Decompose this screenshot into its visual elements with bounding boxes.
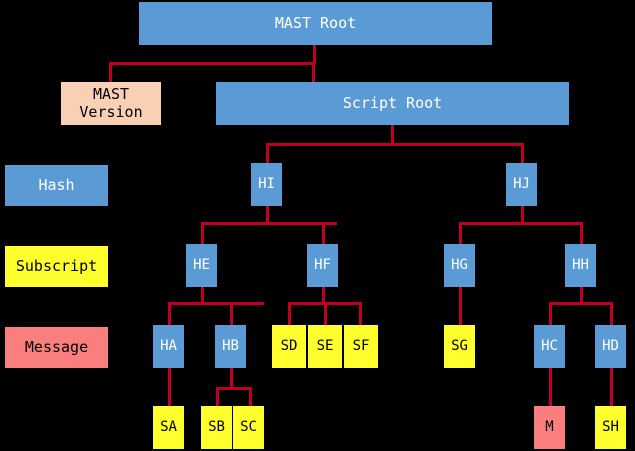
- node-hj: HJ: [506, 163, 537, 206]
- node-mast-version: MAST Version: [61, 82, 161, 125]
- edge-to-ha: [168, 302, 171, 325]
- edge-to-sh: [610, 368, 613, 406]
- node-se: SE: [308, 325, 342, 368]
- node-sc: SC: [233, 406, 264, 449]
- node-hg: HG: [444, 244, 475, 287]
- node-m: M: [534, 406, 565, 449]
- edge-to-sg: [459, 287, 462, 325]
- edge-hi-stem: [266, 206, 269, 224]
- node-sa: SA: [153, 406, 184, 449]
- edge-to-hi: [266, 143, 269, 164]
- node-script-root: Script Root: [216, 82, 569, 125]
- edge-hh-stem: [580, 287, 583, 304]
- edge-to-hc: [549, 302, 552, 325]
- edge-to-hh: [580, 222, 583, 245]
- node-hf: HF: [307, 244, 338, 287]
- node-sb: SB: [201, 406, 232, 449]
- edge-to-mastversion: [109, 62, 112, 82]
- node-ha: HA: [153, 325, 184, 368]
- legend-subscript-swatch: Subscript: [5, 246, 108, 287]
- edge-he-bus: [168, 302, 264, 305]
- edge-to-se: [324, 302, 327, 325]
- edge-hh-bus: [549, 302, 612, 305]
- edge-to-scriptroot: [312, 62, 315, 82]
- edge-to-sb: [216, 387, 219, 407]
- edge-mastroot-bus: [109, 62, 315, 65]
- edge-hf-stem: [322, 287, 325, 304]
- node-hd: HD: [595, 325, 626, 368]
- node-he: HE: [186, 244, 217, 287]
- edge-hj-stem: [521, 206, 524, 224]
- node-sg: SG: [444, 325, 475, 368]
- edge-hj-bus: [459, 222, 583, 225]
- edge-hb-bus: [216, 387, 252, 390]
- edge-hi-bus: [201, 222, 337, 225]
- legend-message-swatch: Message: [5, 327, 108, 368]
- edge-to-sc: [249, 387, 252, 407]
- edge-to-hg: [459, 222, 462, 245]
- node-mast-root: MAST Root: [139, 2, 492, 45]
- node-hc: HC: [534, 325, 565, 368]
- node-sh: SH: [595, 406, 626, 449]
- edge-mastroot-stem: [313, 44, 316, 64]
- edge-to-hf: [322, 222, 325, 245]
- edge-to-hj: [521, 143, 524, 164]
- edge-hb-stem: [230, 368, 233, 389]
- edge-to-he: [201, 222, 204, 245]
- node-sf: SF: [344, 325, 378, 368]
- edge-to-hd: [610, 302, 613, 325]
- edge-to-m: [549, 368, 552, 406]
- edge-to-hb: [230, 302, 233, 325]
- edge-scriptroot-bus: [266, 143, 524, 146]
- edge-to-sf: [359, 302, 362, 325]
- edge-he-stem: [201, 287, 204, 304]
- node-sd: SD: [272, 325, 306, 368]
- edge-to-sd: [288, 302, 291, 325]
- edge-to-sa: [168, 368, 171, 406]
- node-hh: HH: [565, 244, 596, 287]
- legend-hash-swatch: Hash: [5, 165, 108, 206]
- edge-scriptroot-stem: [391, 125, 394, 145]
- node-hi: HI: [251, 163, 282, 206]
- node-hb: HB: [215, 325, 246, 368]
